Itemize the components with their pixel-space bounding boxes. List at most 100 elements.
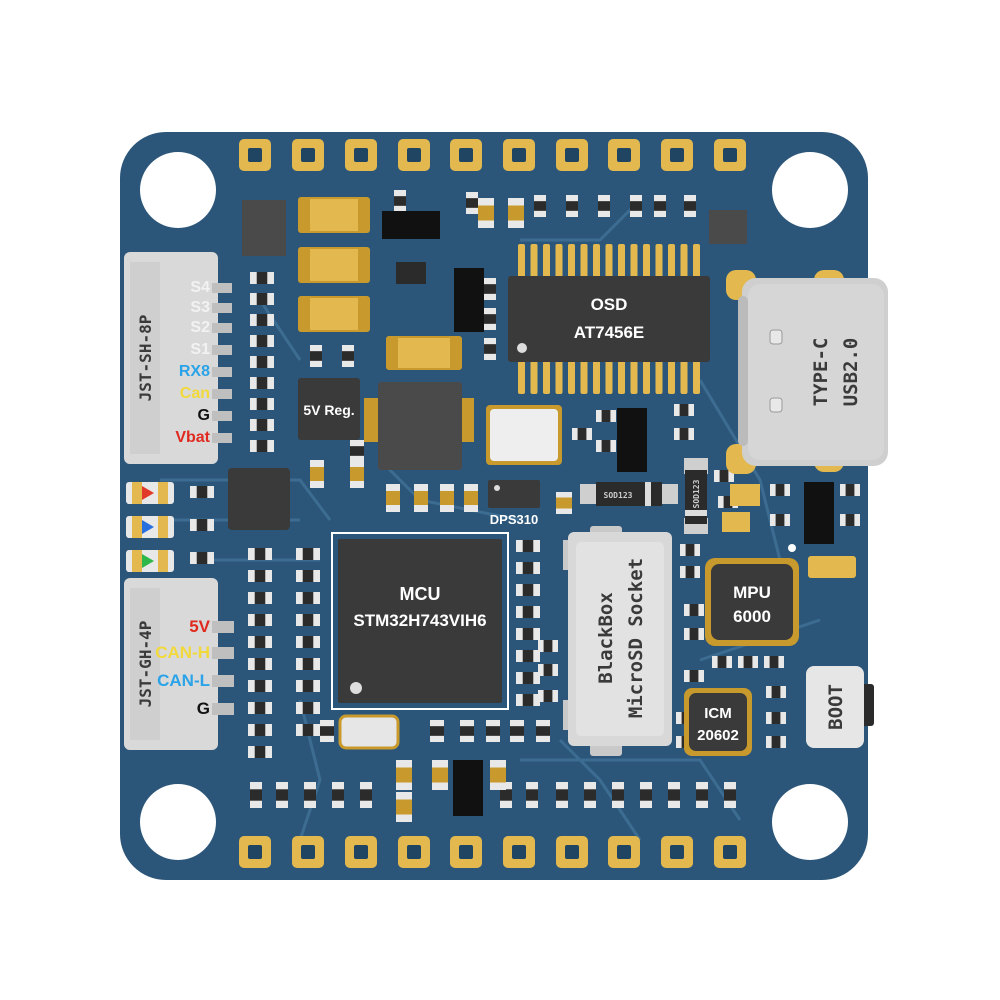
connector-inner: [130, 588, 160, 740]
led-pad: [132, 550, 142, 572]
mpu-label-line2: 6000: [733, 607, 771, 626]
small-ic: [228, 468, 290, 530]
tantalum-cap-body: [310, 249, 358, 281]
mcu-label-line2: STM32H743VIH6: [353, 611, 486, 630]
smd-passive-body: [510, 726, 524, 736]
mcu-chip: MCU STM32H743VIH6: [331, 532, 509, 710]
pin-label: Vbat: [175, 429, 210, 446]
pcb-trace: [520, 198, 642, 242]
smd-passive-body: [430, 726, 444, 736]
smd-passive-body: [522, 694, 534, 706]
smd-passive-body: [304, 789, 316, 801]
smd-passive-body: [256, 440, 268, 452]
diode-label: SOD123: [692, 479, 701, 508]
mcu-outline: [331, 532, 509, 710]
smd-passive-body: [350, 446, 364, 456]
smd-passive-body: [598, 201, 610, 211]
smd-cap-body: [396, 767, 412, 783]
connector-pin: [212, 345, 232, 355]
pin-label: G: [198, 407, 210, 424]
osd-pin: [605, 244, 613, 278]
smd-passive-body: [522, 584, 534, 596]
connector-name: JST-GH-4P: [136, 621, 155, 708]
status-leds: [126, 482, 174, 572]
solder-pad-hole: [407, 148, 421, 162]
sot-package: [730, 484, 760, 506]
boot-button[interactable]: BOOT: [806, 666, 874, 748]
solder-pad-hole: [617, 845, 631, 859]
microsd-socket: BlackBox MicroSD Socket: [563, 526, 672, 756]
osd-label-line1: OSD: [591, 295, 628, 314]
osd-pin: [530, 360, 538, 394]
smd-passive-body: [696, 789, 708, 801]
smd-passive-body: [630, 201, 642, 211]
osd-pin: [568, 244, 575, 278]
mpu-body: [711, 564, 793, 640]
smd-passive-body: [484, 314, 496, 324]
boot-label: BOOT: [825, 684, 847, 730]
connector-pin: [212, 675, 234, 687]
smd-passive-body: [771, 686, 781, 698]
smd-passive-body: [522, 628, 534, 640]
smd-passive-body: [486, 726, 500, 736]
smd-passive-body: [724, 789, 736, 801]
smd-passive-body: [534, 201, 546, 211]
sd-label-line2: MicroSD Socket: [625, 558, 647, 718]
usb-slot: [738, 296, 748, 446]
smd-passive-body: [256, 398, 268, 410]
smd-passive-body: [460, 726, 474, 736]
pin1-dot: [350, 682, 362, 694]
smd-passive-body: [254, 680, 266, 692]
osd-pin: [593, 360, 600, 394]
tantalum-capacitors: [298, 197, 856, 578]
led-pad: [132, 516, 142, 538]
solder-pad-hole: [248, 148, 262, 162]
smd-passive-body: [689, 604, 699, 616]
barometer-body: [488, 480, 540, 508]
smd-passive-body: [689, 628, 699, 640]
pcb-trace: [698, 379, 782, 561]
osd-pin: [618, 360, 625, 394]
diode-band: [645, 482, 651, 506]
smd-passive-body: [685, 566, 695, 578]
smd-passive-body: [771, 712, 781, 724]
smd-passive-body: [668, 789, 680, 801]
solder-pads-bottom: [239, 836, 746, 868]
osd-pin: [580, 360, 588, 394]
osd-pin: [693, 360, 700, 394]
osd-pin: [680, 360, 688, 394]
osd-pin: [543, 244, 550, 278]
inductor-body: [378, 382, 462, 470]
solder-pad-hole: [459, 148, 473, 162]
usb-type-c-port: TYPE-C USB2.0: [726, 270, 888, 474]
smd-passive-body: [250, 789, 262, 801]
osd-pin: [555, 360, 563, 394]
smd-cap-body: [396, 799, 412, 815]
mcu-body: [338, 539, 502, 703]
smd-passive-body: [654, 201, 666, 211]
smd-passive-body: [484, 344, 496, 354]
osd-pin: [643, 244, 650, 278]
osd-pin: [580, 244, 588, 278]
connector-pin: [212, 367, 232, 377]
solder-pad-hole: [301, 148, 315, 162]
connector-pin: [212, 411, 232, 421]
black-smd-parts: [242, 200, 834, 816]
smd-passive-body: [254, 548, 266, 560]
osd-pin: [680, 244, 688, 278]
connector-pin: [212, 323, 232, 333]
smd-passive-body: [526, 789, 538, 801]
solder-pad-hole: [354, 845, 368, 859]
led-lens: [142, 520, 154, 534]
smd-passive-body: [771, 736, 781, 748]
icm-chip: ICM 20602: [684, 688, 752, 756]
smd-passive-body: [500, 789, 512, 801]
osd-pin: [593, 244, 600, 278]
tantalum-cap-body: [398, 338, 450, 368]
smd-passive-body: [254, 614, 266, 626]
usb-clip: [769, 329, 783, 345]
smd-passive-body: [522, 606, 534, 618]
pin-label: CAN-L: [157, 671, 210, 690]
connector-pin: [212, 283, 232, 293]
